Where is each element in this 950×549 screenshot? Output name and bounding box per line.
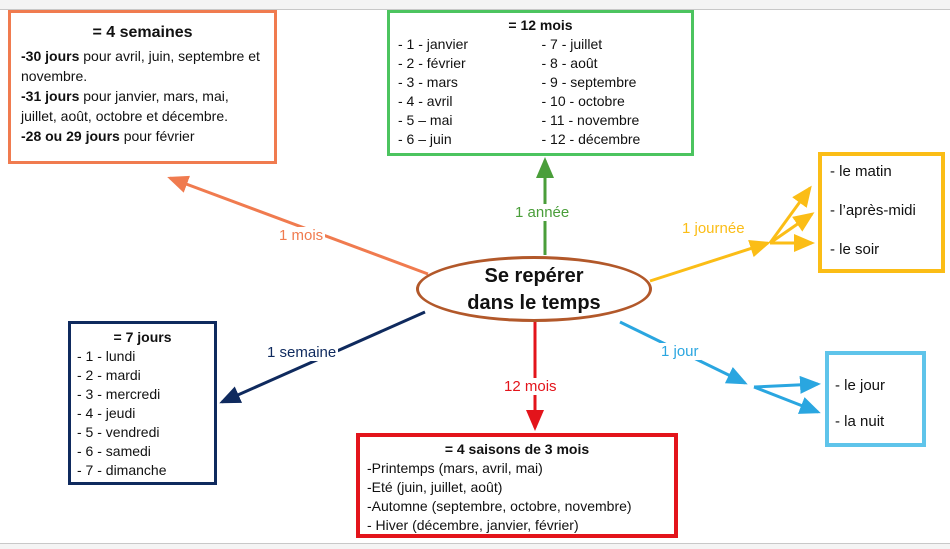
connector-jour-jour (753, 375, 821, 394)
item-bold: -28 ou 29 jours (21, 128, 120, 144)
day-item: - 1 - lundi (77, 348, 136, 364)
branch-label-mois: 1 mois (277, 227, 326, 244)
month-item: - 10 - octobre (541, 93, 625, 109)
month-item: - 12 - décembre (541, 131, 641, 147)
central-topic-line1: Se repérer (484, 265, 584, 287)
day-item: - 3 - mercredi (77, 386, 161, 402)
months-column-1: - 1 - janvier - 2 - février - 3 - mars -… (398, 35, 540, 149)
month-item: - 7 - juillet (541, 36, 603, 52)
day-item: - 6 - samedi (77, 443, 151, 459)
jour-item: - la nuit (835, 413, 885, 430)
box-annee-title: = 12 mois (508, 17, 573, 33)
box-mois-item: -31 jours pour janvier, mars, mai, juill… (21, 86, 264, 126)
connector-jour-nuit (753, 385, 821, 414)
item-bold: -30 jours (21, 48, 80, 64)
branch-label-jour: 1 jour (659, 343, 701, 360)
item-text: pour avril, juin, septembre et novembre. (21, 48, 260, 84)
branch-label-journee: 1 journée (680, 220, 747, 237)
central-topic-line2: dans le temps (467, 292, 601, 314)
season-item: -Automne (septembre, octobre, novembre) (367, 498, 632, 514)
box-annee: = 12 mois - 1 - janvier - 2 - février - … (387, 10, 694, 156)
season-item: -Printemps (mars, avril, mai) (367, 460, 543, 476)
season-item: -Eté (juin, juillet, août) (367, 479, 503, 495)
month-item: - 9 - septembre (541, 74, 637, 90)
box-saisons-title: = 4 saisons de 3 mois (444, 441, 590, 457)
month-item: - 4 - avril (398, 93, 453, 109)
day-item: - 7 - dimanche (77, 462, 167, 478)
month-item: - 11 - novembre (541, 112, 640, 128)
day-item: - 5 - vendredi (77, 424, 160, 440)
journee-item: - le matin (830, 163, 892, 180)
box-semaine: = 7 jours - 1 - lundi - 2 - mardi - 3 - … (68, 321, 217, 485)
branch-label-semaine: 1 semaine (265, 344, 339, 361)
branch-label-saisons: 12 mois (502, 378, 559, 395)
journee-item: - l’après-midi (830, 202, 916, 219)
jour-item: - le jour (835, 377, 886, 394)
connector-journee (649, 239, 771, 283)
box-journee: - le matin - l’après-midi - le soir (818, 152, 945, 273)
month-item: - 3 - mars (398, 74, 458, 90)
box-semaine-title: = 7 jours (113, 329, 172, 345)
connector-mois (167, 175, 429, 276)
box-jour: - le jour - la nuit (825, 351, 926, 447)
item-bold: -31 jours (21, 88, 80, 104)
journee-item: - le soir (830, 241, 880, 258)
season-item: - Hiver (décembre, janvier, février) (367, 517, 579, 533)
month-item: - 8 - août (541, 55, 598, 71)
day-item: - 4 - jeudi (77, 405, 136, 421)
item-text: pour février (119, 128, 195, 144)
day-item: - 2 - mardi (77, 367, 141, 383)
box-mois: = 4 semaines -30 jours pour avril, juin,… (8, 10, 277, 164)
month-item: - 6 – juin (398, 131, 452, 147)
connector-journee-matin (768, 185, 812, 244)
month-item: - 5 – mai (398, 112, 453, 128)
month-item: - 2 - février (398, 55, 466, 71)
box-mois-item: -30 jours pour avril, juin, septembre et… (21, 46, 264, 86)
box-saisons: = 4 saisons de 3 mois -Printemps (mars, … (356, 433, 678, 538)
box-mois-title: = 4 semaines (92, 24, 193, 41)
month-item: - 1 - janvier (398, 36, 469, 52)
item-text: pour janvier, mars, mai, juillet, août, … (21, 88, 229, 124)
months-column-2: - 7 - juillet - 8 - août - 9 - septembre… (540, 35, 684, 149)
box-mois-item: -28 ou 29 jours pour février (21, 126, 264, 146)
central-topic: Se repérer dans le temps (416, 256, 652, 322)
connector-journee-apresmidi (769, 212, 815, 245)
branch-label-annee: 1 année (513, 204, 572, 221)
